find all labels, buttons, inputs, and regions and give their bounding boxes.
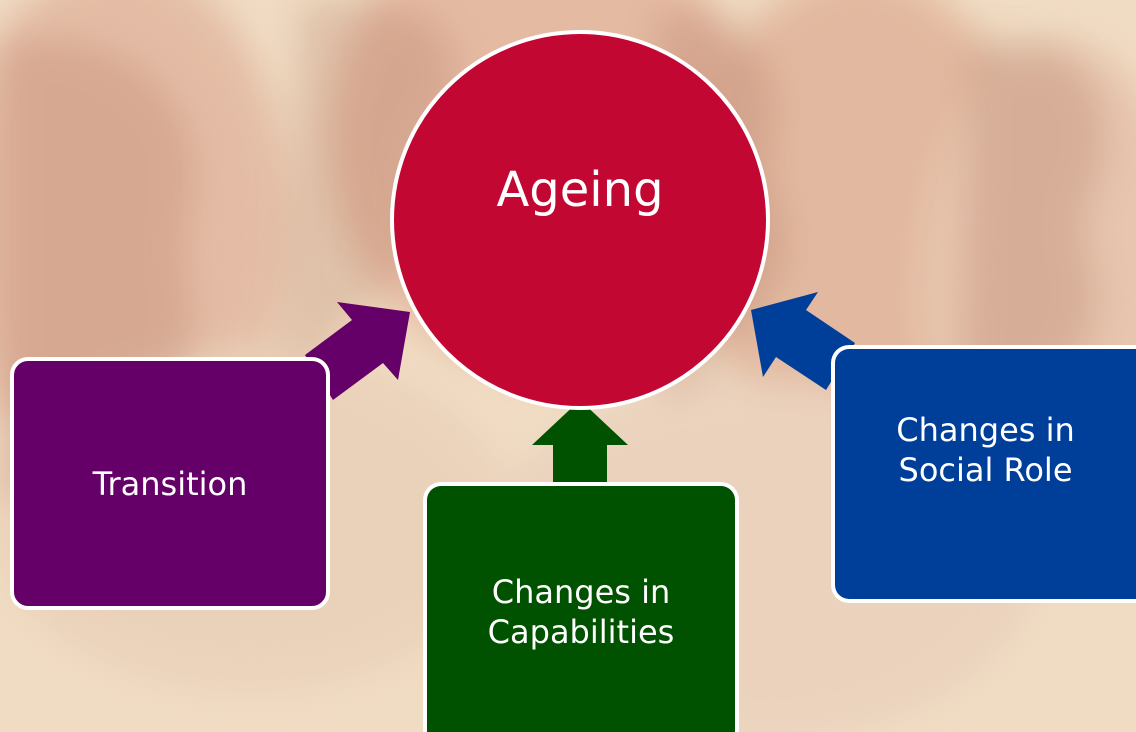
arrow-social-role-to-ageing xyxy=(751,292,855,390)
ageing-label: Ageing xyxy=(496,162,664,218)
capabilities-node: Changes in Capabilities xyxy=(423,482,739,732)
social-role-node: Changes in Social Role xyxy=(831,345,1136,603)
arrow-capabilities-to-ageing xyxy=(532,400,628,484)
ageing-node: Ageing xyxy=(390,30,770,410)
capabilities-label: Changes in Capabilities xyxy=(487,573,675,651)
transition-node: Transition xyxy=(10,357,330,610)
arrow-transition-to-ageing xyxy=(305,302,410,400)
transition-label: Transition xyxy=(92,464,248,503)
social-role-label: Changes in Social Role xyxy=(896,411,1075,489)
